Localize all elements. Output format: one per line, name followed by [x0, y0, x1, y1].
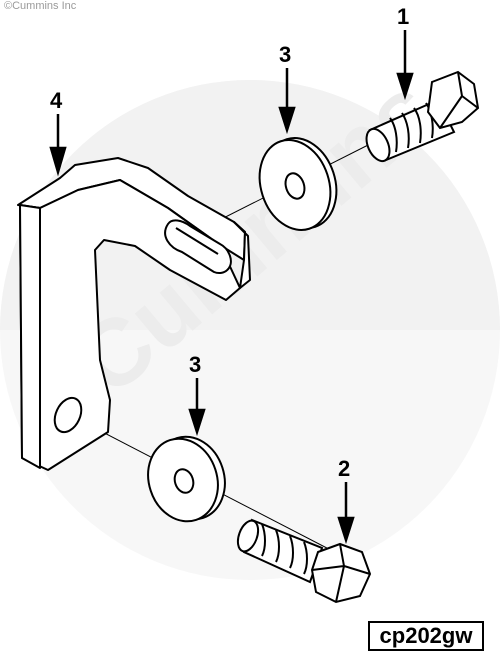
lower-washer-part [147, 435, 226, 523]
arrow-callout-3-bottom [188, 378, 206, 437]
callout-4-label: 4 [50, 88, 63, 113]
upper-bolt-part [365, 70, 480, 163]
upper-washer-part [258, 137, 338, 231]
figure-id-box: cp202gw [368, 621, 484, 651]
arrow-callout-4 [49, 114, 67, 177]
callout-2-label: 2 [338, 456, 351, 481]
copyright-notice: ©Cummins Inc [4, 0, 77, 12]
arrow-callout-2 [337, 482, 355, 545]
arrow-callout-1 [396, 30, 414, 101]
arrow-callout-3-top [278, 68, 296, 135]
bracket-slot [164, 219, 232, 274]
bracket-part [17, 157, 251, 471]
upper-bolt-head [426, 70, 480, 130]
lower-bolt-part [236, 518, 372, 604]
callout-arrows [49, 30, 414, 545]
callout-3-bottom-label: 3 [189, 352, 202, 377]
bracket-hole [53, 396, 83, 434]
lower-bolt-head [310, 542, 372, 604]
callout-3-top-label: 3 [279, 42, 292, 67]
bracket-slot-inner [175, 227, 219, 255]
callout-1-label: 1 [397, 4, 410, 29]
bracket-side-face [19, 204, 41, 469]
